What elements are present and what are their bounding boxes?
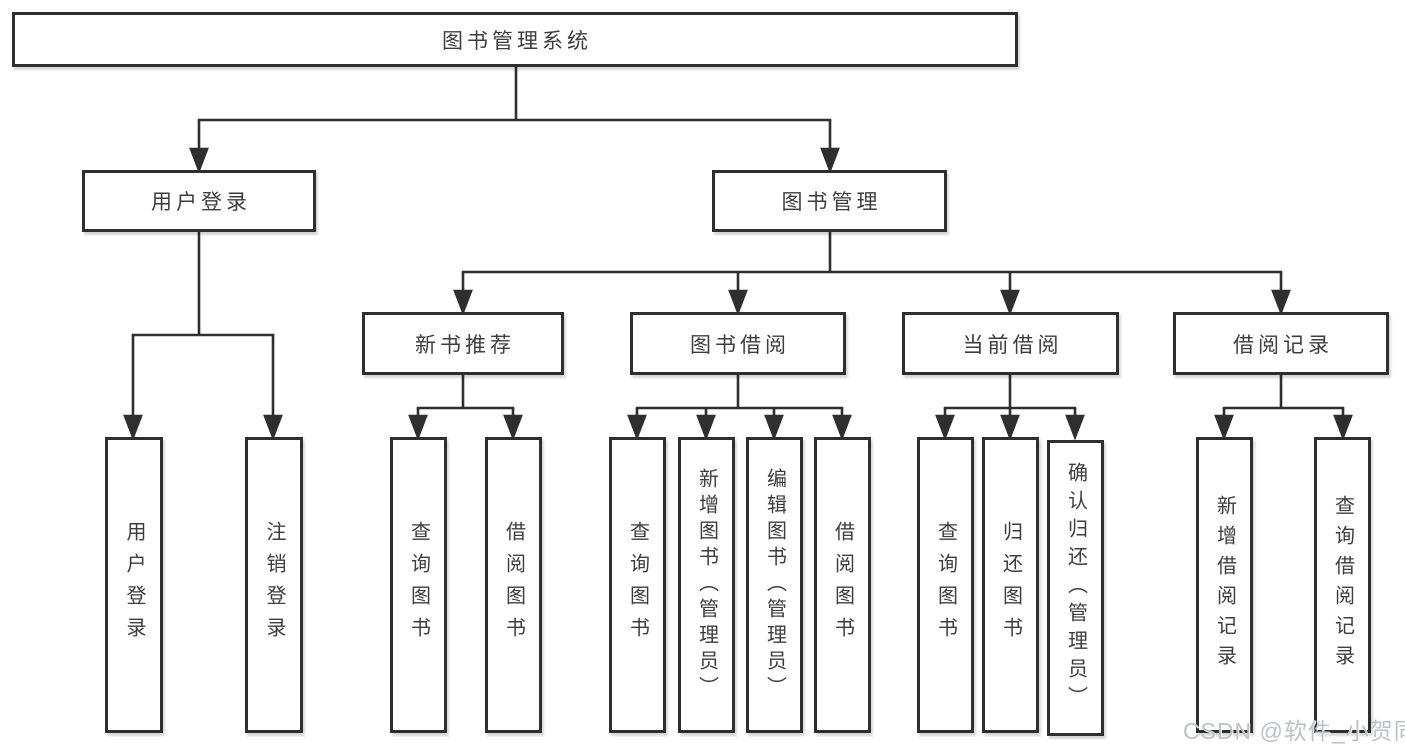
leaf-add-borrow-record: 新增借阅记录 bbox=[1196, 437, 1253, 733]
node-library-system-label: 图书管理系统 bbox=[442, 29, 592, 53]
leaf-borrow-query-book-label: 查询图书 bbox=[626, 521, 649, 649]
node-book-borrow: 图书借阅 bbox=[630, 312, 846, 375]
leaf-borrow-query-book: 查询图书 bbox=[609, 437, 666, 733]
connector-root-to-level2 bbox=[189, 67, 840, 174]
leaf-recommend-borrow-book: 借阅图书 bbox=[485, 437, 542, 733]
leaf-recommend-query-book: 查询图书 bbox=[390, 437, 447, 733]
node-user-login: 用户登录 bbox=[82, 170, 316, 232]
node-current-borrow-label: 当前借阅 bbox=[962, 333, 1063, 357]
leaf-add-book-admin-label: 新增图书（管理员） bbox=[695, 468, 718, 702]
node-book-management: 图书管理 bbox=[712, 170, 947, 232]
node-book-management-label: 图书管理 bbox=[781, 191, 882, 214]
leaf-confirm-return-admin-label: 确认归还（管理员） bbox=[1064, 462, 1087, 714]
node-new-book-recommend-label: 新书推荐 bbox=[415, 333, 515, 357]
node-current-borrow: 当前借阅 bbox=[902, 312, 1119, 375]
leaf-query-borrow-record-label: 查询借阅记录 bbox=[1331, 495, 1354, 675]
leaf-return-book: 归还图书 bbox=[982, 437, 1039, 733]
connector-user-login-branch bbox=[123, 231, 283, 441]
leaf-user-login-label: 用户登录 bbox=[123, 521, 145, 649]
connector-current-borrow-branch bbox=[935, 374, 1085, 441]
node-library-system: 图书管理系统 bbox=[12, 12, 1018, 67]
node-new-book-recommend: 新书推荐 bbox=[362, 312, 564, 375]
leaf-confirm-return-admin: 确认归还（管理员） bbox=[1047, 440, 1104, 736]
leaf-add-borrow-record-label: 新增借阅记录 bbox=[1213, 495, 1236, 675]
leaf-user-login: 用户登录 bbox=[105, 437, 163, 733]
leaf-current-query-book: 查询图书 bbox=[917, 437, 974, 733]
connector-new-book-branch bbox=[408, 374, 523, 441]
leaf-return-book-label: 归还图书 bbox=[999, 521, 1022, 649]
leaf-borrow-book-label: 借阅图书 bbox=[831, 521, 854, 649]
node-borrow-records-label: 借阅记录 bbox=[1233, 333, 1333, 357]
leaf-recommend-borrow-book-label: 借阅图书 bbox=[502, 521, 525, 649]
leaf-query-borrow-record: 查询借阅记录 bbox=[1314, 437, 1371, 733]
node-borrow-records: 借阅记录 bbox=[1173, 312, 1389, 375]
leaf-borrow-book: 借阅图书 bbox=[814, 437, 871, 733]
leaf-add-book-admin: 新增图书（管理员） bbox=[678, 437, 735, 733]
connector-borrow-records-branch bbox=[1214, 374, 1353, 441]
leaf-current-query-book-label: 查询图书 bbox=[934, 521, 957, 649]
leaf-recommend-query-book-label: 查询图书 bbox=[407, 521, 430, 649]
leaf-edit-book-admin: 编辑图书（管理员） bbox=[746, 437, 803, 733]
node-book-borrow-label: 图书借阅 bbox=[690, 333, 790, 357]
csdn-watermark: CSDN @软件_小贺同学 bbox=[1183, 718, 1405, 744]
node-user-login-label: 用户登录 bbox=[151, 191, 251, 214]
connector-book-borrow-branch bbox=[627, 374, 852, 441]
connector-book-management-branch bbox=[453, 231, 1291, 316]
leaf-logout-login-label: 注销登录 bbox=[263, 521, 285, 649]
leaf-logout-login: 注销登录 bbox=[245, 437, 303, 733]
leaf-edit-book-admin-label: 编辑图书（管理员） bbox=[763, 468, 786, 702]
